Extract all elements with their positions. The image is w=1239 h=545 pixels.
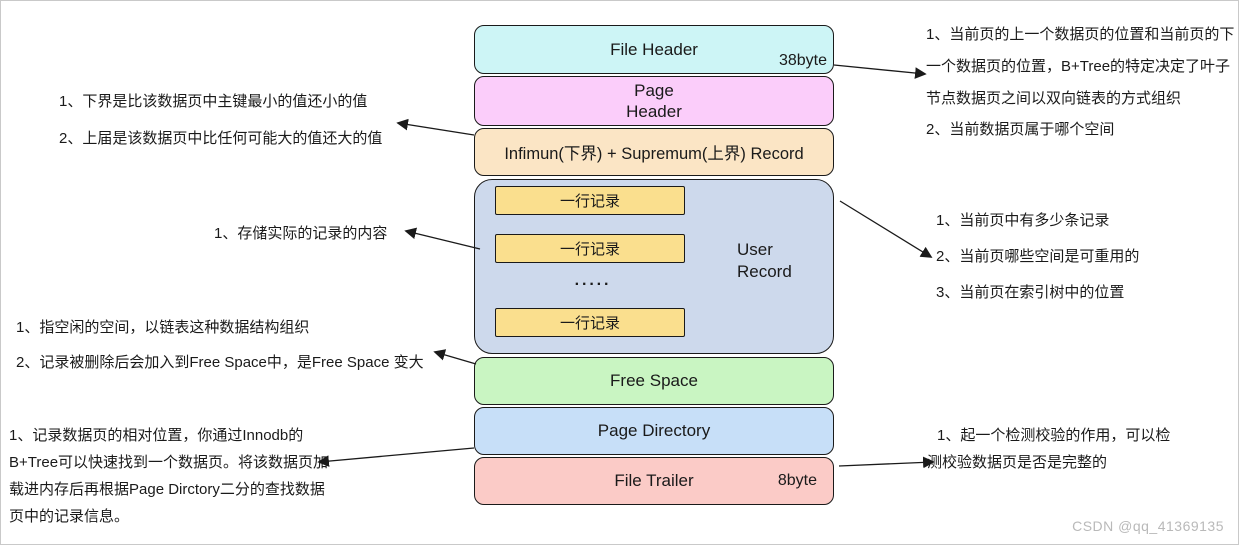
row-ellipsis: ····· xyxy=(574,276,612,293)
note-page-directory-line3: 载进内存后再根据Page Dirctory二分的查找数据 xyxy=(9,481,325,498)
file-trailer-label: File Trailer xyxy=(614,471,694,490)
note-page-header-1: 1、当前页中有多少条记录 xyxy=(936,212,1110,229)
file-header-size-label: 38byte xyxy=(778,52,827,69)
arrow-file-trailer-to-right-note xyxy=(838,456,935,469)
note-user-record-left: 1、存储实际的记录的内容 xyxy=(214,225,388,242)
file-trailer-box: File Trailer 8byte xyxy=(474,457,834,505)
page-header-label: Page Header xyxy=(626,81,682,121)
note-infimum-1: 1、下界是比该数据页中主键最小的值还小的值 xyxy=(59,93,368,110)
row-record-label: 一行记录 xyxy=(559,241,620,258)
watermark: CSDN @qq_41369135 xyxy=(1072,518,1224,534)
infimum-supremum-label: Infimun(下界) + Supremum(上界) Record xyxy=(504,145,804,163)
row-record: 一行记录 xyxy=(495,234,685,263)
row-record-label: 一行记录 xyxy=(559,315,620,332)
note-page-directory-line2: B+Tree可以快速找到一个数据页。将该数据页加 xyxy=(9,454,329,471)
file-header-label: File Header xyxy=(610,39,698,59)
infimum-supremum-box: Infimun(下界) + Supremum(上界) Record xyxy=(474,128,834,176)
note-file-trailer-line2: 测校验数据页是否是完整的 xyxy=(927,454,1108,471)
note-free-space-2: 2、记录被删除后会加入到Free Space中，是Free Space 变大 xyxy=(16,354,424,371)
free-space-label: Free Space xyxy=(610,371,698,390)
arrow-infimum-to-left-note xyxy=(396,118,475,136)
note-page-header-2: 2、当前页哪些空间是可重用的 xyxy=(936,248,1140,265)
note-free-space-1: 1、指空闲的空间，以链表这种数据结构组织 xyxy=(16,319,310,336)
note-file-header-line2: 一个数据页的位置，B+Tree的特定决定了叶子 xyxy=(926,58,1231,75)
row-record: 一行记录 xyxy=(495,308,685,337)
page-header-box: Page Header xyxy=(474,76,834,126)
row-record-label: 一行记录 xyxy=(559,193,620,210)
arrow-page-directory-to-left-note xyxy=(317,447,475,467)
arrow-file-header-to-right-note xyxy=(833,64,927,79)
note-infimum-2: 2、上届是该数据页中比任何可能大的值还大的值 xyxy=(59,130,383,147)
note-file-header-line3: 节点数据页之间以双向链表的方式组织 xyxy=(926,90,1182,107)
page-directory-box: Page Directory xyxy=(474,407,834,455)
arrow-free-space-to-left-note xyxy=(433,349,477,365)
note-file-header-item2: 2、当前数据页属于哪个空间 xyxy=(926,121,1115,138)
file-trailer-size-label: 8byte xyxy=(777,472,817,489)
file-header-box: File Header 38byte xyxy=(474,25,834,74)
note-file-header-line1: 1、当前页的上一个数据页的位置和当前页的下 xyxy=(926,26,1235,43)
note-page-directory-line4: 页中的记录信息。 xyxy=(9,508,130,525)
row-record: 一行记录 xyxy=(495,186,685,215)
arrow-user-record-to-left-note xyxy=(404,227,481,250)
arrow-page-header-to-right-note xyxy=(839,200,933,258)
user-record-box: 一行记录 一行记录 ····· 一行记录 User Record xyxy=(474,179,834,354)
note-page-header-3: 3、当前页在索引树中的位置 xyxy=(936,284,1125,301)
note-file-trailer-line1: 1、起一个检测校验的作用，可以检 xyxy=(937,427,1171,444)
user-record-label: User Record xyxy=(737,240,792,281)
free-space-box: Free Space xyxy=(474,357,834,405)
page-directory-label: Page Directory xyxy=(597,421,711,440)
note-page-directory-line1: 1、记录数据页的相对位置，你通过Innodb的 xyxy=(9,427,304,444)
